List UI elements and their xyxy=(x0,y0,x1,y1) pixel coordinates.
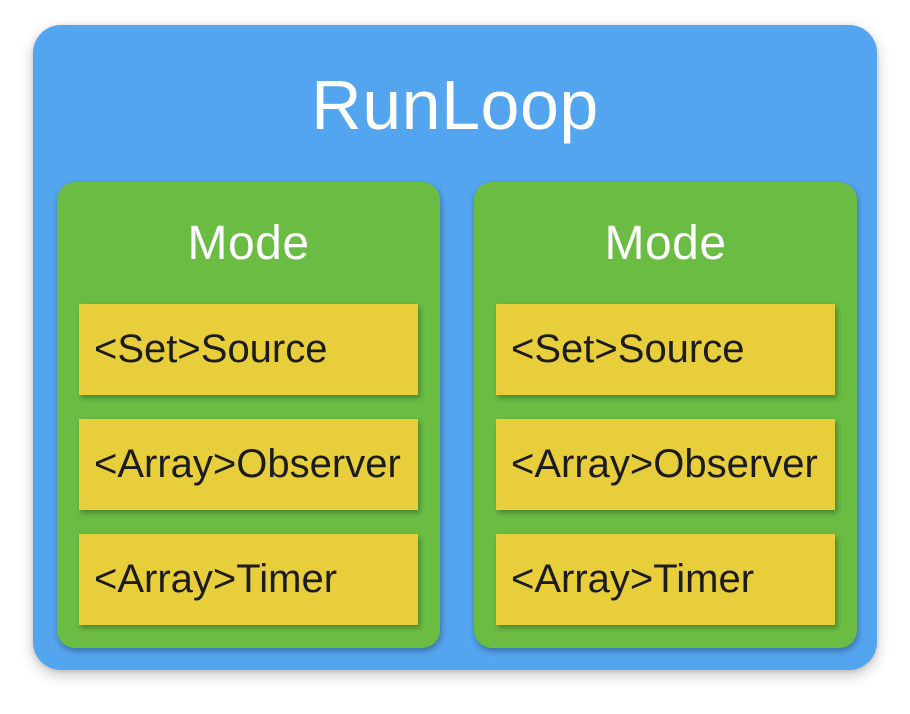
mode-item-array-observer: <Array>Observer xyxy=(79,419,418,510)
mode-item-list: <Set>Source <Array>Observer <Array>Timer xyxy=(496,304,835,625)
mode-item-list: <Set>Source <Array>Observer <Array>Timer xyxy=(79,304,418,625)
mode-box-right: Mode <Set>Source <Array>Observer <Array>… xyxy=(474,182,857,648)
mode-item-set-source: <Set>Source xyxy=(496,304,835,395)
mode-box-left: Mode <Set>Source <Array>Observer <Array>… xyxy=(57,182,440,648)
runloop-title: RunLoop xyxy=(311,66,599,144)
mode-item-array-observer: <Array>Observer xyxy=(496,419,835,510)
mode-item-array-timer: <Array>Timer xyxy=(79,534,418,625)
mode-item-array-timer: <Array>Timer xyxy=(496,534,835,625)
modes-row: Mode <Set>Source <Array>Observer <Array>… xyxy=(57,182,857,648)
mode-title: Mode xyxy=(187,216,310,270)
mode-title: Mode xyxy=(604,216,727,270)
runloop-container: RunLoop Mode <Set>Source <Array>Observer… xyxy=(33,25,877,670)
mode-item-set-source: <Set>Source xyxy=(79,304,418,395)
